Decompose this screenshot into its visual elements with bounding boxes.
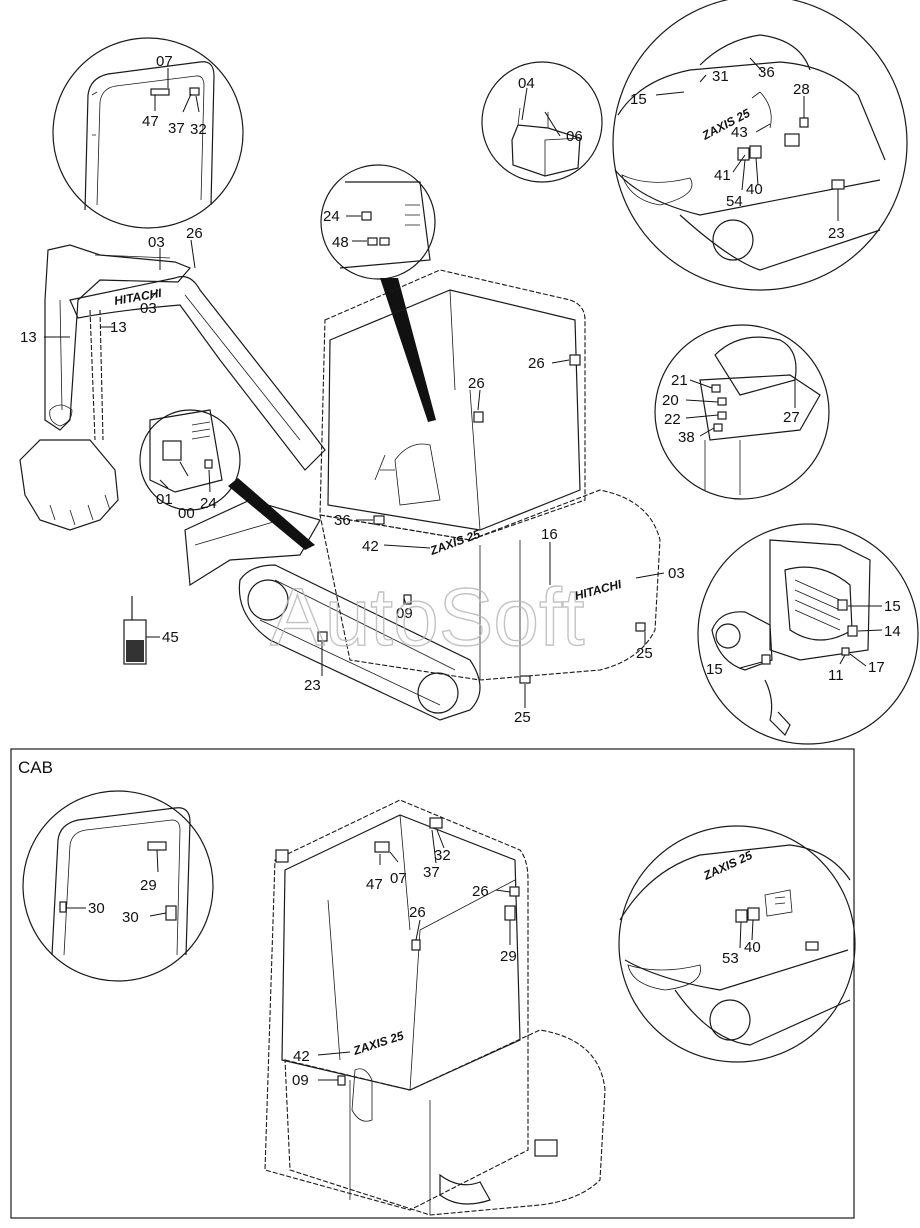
cab-label-47: 47 bbox=[366, 876, 383, 893]
label-03-boom: 03 bbox=[140, 300, 157, 317]
detail-circle-battery: 04 06 bbox=[481, 61, 603, 183]
label-25-bottom: 25 bbox=[514, 709, 531, 726]
label-41: 41 bbox=[714, 167, 731, 184]
cab-label-53: 53 bbox=[722, 950, 739, 967]
cab-label-42: 42 bbox=[293, 1048, 310, 1065]
label-47: 47 bbox=[142, 113, 159, 130]
cab-label-09: 09 bbox=[292, 1072, 309, 1089]
label-16: 16 bbox=[541, 526, 558, 543]
label-36-rear: 36 bbox=[758, 64, 775, 81]
label-27: 27 bbox=[783, 409, 800, 426]
label-13-right: 13 bbox=[110, 319, 127, 336]
label-26-boom: 26 bbox=[186, 225, 203, 242]
detail-circle-seat-area: 21 20 22 38 27 bbox=[654, 324, 830, 500]
label-45: 45 bbox=[162, 629, 179, 646]
label-38: 38 bbox=[678, 429, 695, 446]
cab-detail-zaxis-badge: ZAXIS 25 bbox=[700, 848, 754, 883]
label-15-engine-top: 15 bbox=[884, 598, 901, 615]
label-26-cab-roof: 26 bbox=[528, 355, 545, 372]
label-00: 00 bbox=[178, 505, 195, 522]
label-22: 22 bbox=[664, 411, 681, 428]
label-28: 28 bbox=[793, 81, 810, 98]
watermark-text: AutoSoft bbox=[270, 572, 585, 663]
zaxis-side-badge: ZAXIS 25 bbox=[427, 527, 482, 558]
cab-zaxis-badge: ZAXIS 25 bbox=[351, 1028, 406, 1058]
label-11: 11 bbox=[828, 667, 844, 684]
label-20: 20 bbox=[662, 392, 679, 409]
label-13-left: 13 bbox=[20, 329, 37, 346]
cab-label-32: 32 bbox=[434, 847, 451, 864]
cab-label-37: 37 bbox=[423, 864, 440, 881]
detail-circle-cab-pillar: 07 47 37 32 bbox=[52, 37, 244, 229]
label-25-rear: 25 bbox=[636, 645, 653, 662]
label-15-engine-left: 15 bbox=[706, 661, 723, 678]
cab-label-26-pillar: 26 bbox=[409, 904, 426, 921]
label-31: 31 bbox=[712, 68, 729, 85]
label-32: 32 bbox=[190, 121, 207, 138]
label-23-track: 23 bbox=[304, 677, 321, 694]
label-40-rear: 40 bbox=[746, 181, 763, 198]
cab-label-30-right: 30 bbox=[122, 909, 139, 926]
cab-section: CAB 29 30 30 ZAXIS 25 bbox=[10, 748, 856, 1219]
label-48: 48 bbox=[332, 234, 349, 251]
detail-circle-side-panel: 24 48 bbox=[320, 164, 436, 422]
label-26-cab-pillar: 26 bbox=[468, 375, 485, 392]
label-06: 06 bbox=[566, 128, 583, 145]
label-42-side: 42 bbox=[362, 538, 379, 555]
label-04: 04 bbox=[518, 75, 535, 92]
label-36-cab: 36 bbox=[334, 512, 351, 529]
label-14: 14 bbox=[884, 623, 901, 640]
label-24-base: 24 bbox=[200, 495, 217, 512]
label-37: 37 bbox=[168, 120, 185, 137]
cab-label-29-rear: 29 bbox=[500, 948, 517, 965]
warning-tag-45: 45 bbox=[123, 596, 179, 665]
detail-circle-rear-cover: ZAXIS 25 31 36 15 28 43 41 54 40 23 bbox=[612, 0, 908, 291]
label-09-side: 09 bbox=[396, 605, 413, 622]
cab-section-title: CAB bbox=[18, 758, 53, 777]
label-15-rear: 15 bbox=[630, 91, 647, 108]
cab-label-30-left: 30 bbox=[88, 900, 105, 917]
label-07: 07 bbox=[156, 53, 173, 70]
label-23-rear: 23 bbox=[828, 225, 845, 242]
label-43: 43 bbox=[731, 124, 748, 141]
label-03-rear: 03 bbox=[668, 565, 685, 582]
label-03-boom-top: 03 bbox=[148, 234, 165, 251]
cab-label-07: 07 bbox=[390, 870, 407, 887]
label-17: 17 bbox=[868, 659, 885, 676]
label-21: 21 bbox=[671, 372, 688, 389]
detail-circle-boom-base: 01 00 24 bbox=[139, 409, 315, 550]
cab-label-40: 40 bbox=[744, 939, 761, 956]
label-54: 54 bbox=[726, 193, 743, 210]
detail-circle-engine: 15 14 15 11 17 bbox=[697, 523, 919, 745]
label-01: 01 bbox=[156, 491, 173, 508]
label-24-panel: 24 bbox=[323, 208, 340, 225]
cab-label-26-roof: 26 bbox=[472, 883, 489, 900]
cab-label-29-pillar: 29 bbox=[140, 877, 157, 894]
